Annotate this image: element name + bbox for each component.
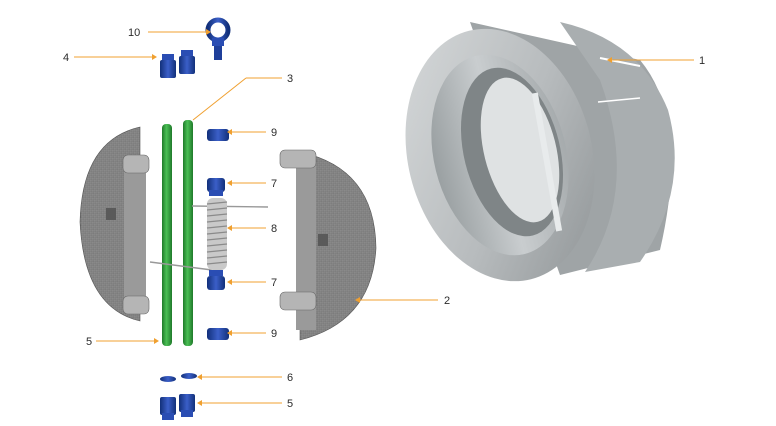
callout-5-top: 4 (63, 52, 69, 64)
plugs-bottom (160, 394, 195, 420)
callout-9-bottom: 9 (271, 328, 277, 340)
callout-7-bottom: 7 (271, 277, 277, 289)
plugs-top (160, 50, 195, 78)
leader-lines (74, 29, 694, 406)
spring-arm-lower (149, 261, 213, 271)
callout-3: 3 (287, 73, 293, 85)
callout-9-top: 9 (271, 127, 277, 139)
valve-body-ring (405, 22, 675, 282)
callout-10: 10 (128, 27, 140, 39)
eye-bolt (205, 17, 231, 60)
hinge-shaft-right (183, 120, 193, 346)
callout-5-bottom: 5 (287, 398, 293, 410)
callout-4: 5 (86, 336, 92, 348)
callout-6: 6 (287, 372, 293, 384)
hinge-shaft-left (162, 124, 172, 346)
callout-8: 8 (271, 223, 277, 235)
left-disc (79, 126, 150, 322)
washers (160, 373, 197, 382)
callout-7-top: 7 (271, 178, 277, 190)
callout-2: 2 (444, 295, 450, 307)
bushing-top (207, 129, 229, 141)
retainer-bottom (207, 270, 225, 290)
spring-arm-upper (191, 205, 269, 208)
right-disc (279, 149, 377, 341)
torsion-spring (206, 198, 228, 270)
callout-1: 1 (699, 55, 705, 67)
retainer-top (207, 178, 225, 196)
bushing-bottom (207, 328, 229, 340)
